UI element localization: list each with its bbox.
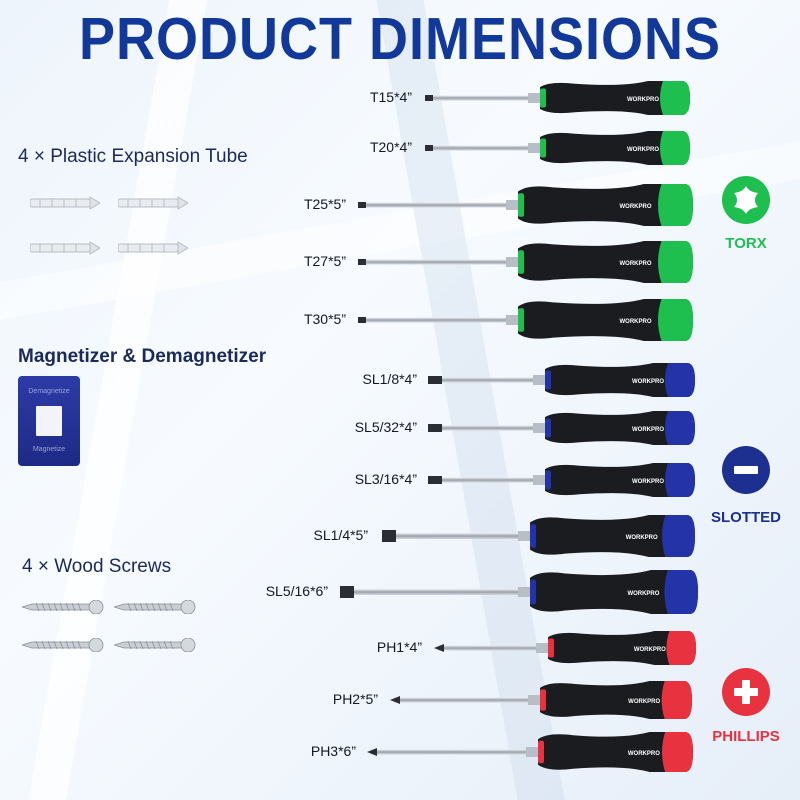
magnetizer-slot xyxy=(36,406,62,436)
svg-text:WORKPRO: WORKPRO xyxy=(632,427,664,433)
plugs-title: 4 × Plastic Expansion Tube xyxy=(18,146,248,167)
slotted-badge xyxy=(722,446,770,494)
svg-text:WORKPRO: WORKPRO xyxy=(627,147,659,153)
magnetizer-title: Magnetizer & Demagnetizer xyxy=(18,346,267,367)
screwdriver-size-label: SL1/4*5” xyxy=(313,527,368,543)
wood-screw-icon xyxy=(22,638,104,652)
minus-icon xyxy=(734,466,758,474)
screwdriver-size-label: T20*4” xyxy=(369,139,412,155)
screwdriver-size-label: T25*5” xyxy=(303,196,346,212)
screwdriver-size-label: T15*4” xyxy=(369,89,412,105)
magnetizer-block: Demagnetize Magnetize xyxy=(18,376,80,466)
screwdriver-slotted: WORKPRO xyxy=(428,411,695,445)
screwdriver-phillips: WORKPRO xyxy=(367,732,693,772)
screwdriver-size-label: PH2*5” xyxy=(332,691,378,707)
screwdriver-torx: WORKPRO xyxy=(425,131,690,165)
screwdriver-torx: WORKPRO xyxy=(358,299,693,341)
wood-screw-icon xyxy=(22,600,104,614)
svg-text:WORKPRO: WORKPRO xyxy=(632,379,664,385)
screwdriver-size-label: SL5/16*6” xyxy=(265,583,328,599)
screwdriver-slotted: WORKPRO xyxy=(428,363,695,397)
svg-text:WORKPRO: WORKPRO xyxy=(620,204,652,210)
wood-screw-icon xyxy=(114,638,196,652)
expansion-tube-icon xyxy=(118,196,188,210)
svg-text:WORKPRO: WORKPRO xyxy=(628,699,660,705)
svg-text:WORKPRO: WORKPRO xyxy=(627,97,659,103)
screwdriver-size-label: PH1*4” xyxy=(376,639,422,655)
expansion-tube-icon xyxy=(30,241,100,255)
svg-text:WORKPRO: WORKPRO xyxy=(628,751,660,757)
screwdriver-size-label: SL5/32*4” xyxy=(354,419,417,435)
page-title: PRODUCT DIMENSIONS xyxy=(78,5,722,72)
magnetizer-bottom-label: Magnetize xyxy=(32,446,66,453)
screwdriver-slotted: WORKPRO xyxy=(382,515,695,557)
svg-text:WORKPRO: WORKPRO xyxy=(632,479,664,485)
phillips-badge xyxy=(722,668,770,716)
plus-icon xyxy=(734,680,758,704)
magnetizer-top-label: Demagnetize xyxy=(28,388,70,395)
expansion-tube-icon xyxy=(118,241,188,255)
svg-text:WORKPRO: WORKPRO xyxy=(634,647,666,653)
torx-label: TORX xyxy=(725,235,767,252)
svg-text:WORKPRO: WORKPRO xyxy=(620,261,652,267)
torx-badge xyxy=(722,176,770,224)
screwdriver-slotted: WORKPRO xyxy=(428,463,695,497)
screwdriver-phillips: WORKPRO xyxy=(434,631,696,665)
torx-star-icon xyxy=(734,186,758,214)
screwdriver-torx: WORKPRO xyxy=(358,241,693,283)
wood-screw-icon xyxy=(114,600,196,614)
screwdriver-size-label: SL1/8*4” xyxy=(362,371,417,387)
phillips-label: PHILLIPS xyxy=(712,728,780,745)
screwdriver-torx: WORKPRO xyxy=(358,184,693,226)
svg-text:WORKPRO: WORKPRO xyxy=(627,591,659,597)
slotted-label: SLOTTED xyxy=(711,509,781,526)
expansion-tube-icon xyxy=(30,196,100,210)
screwdriver-size-label: T30*5” xyxy=(303,311,346,327)
svg-text:WORKPRO: WORKPRO xyxy=(626,535,658,541)
screwdriver-torx: WORKPRO xyxy=(425,81,690,115)
screws-title: 4 × Wood Screws xyxy=(22,556,172,577)
screwdriver-size-label: SL3/16*4” xyxy=(354,471,417,487)
screwdriver-size-label: T27*5” xyxy=(303,253,346,269)
svg-text:WORKPRO: WORKPRO xyxy=(620,319,652,325)
screwdriver-slotted: WORKPRO xyxy=(340,570,698,614)
screwdriver-size-label: PH3*6” xyxy=(310,743,356,759)
screwdriver-phillips: WORKPRO xyxy=(390,681,692,719)
